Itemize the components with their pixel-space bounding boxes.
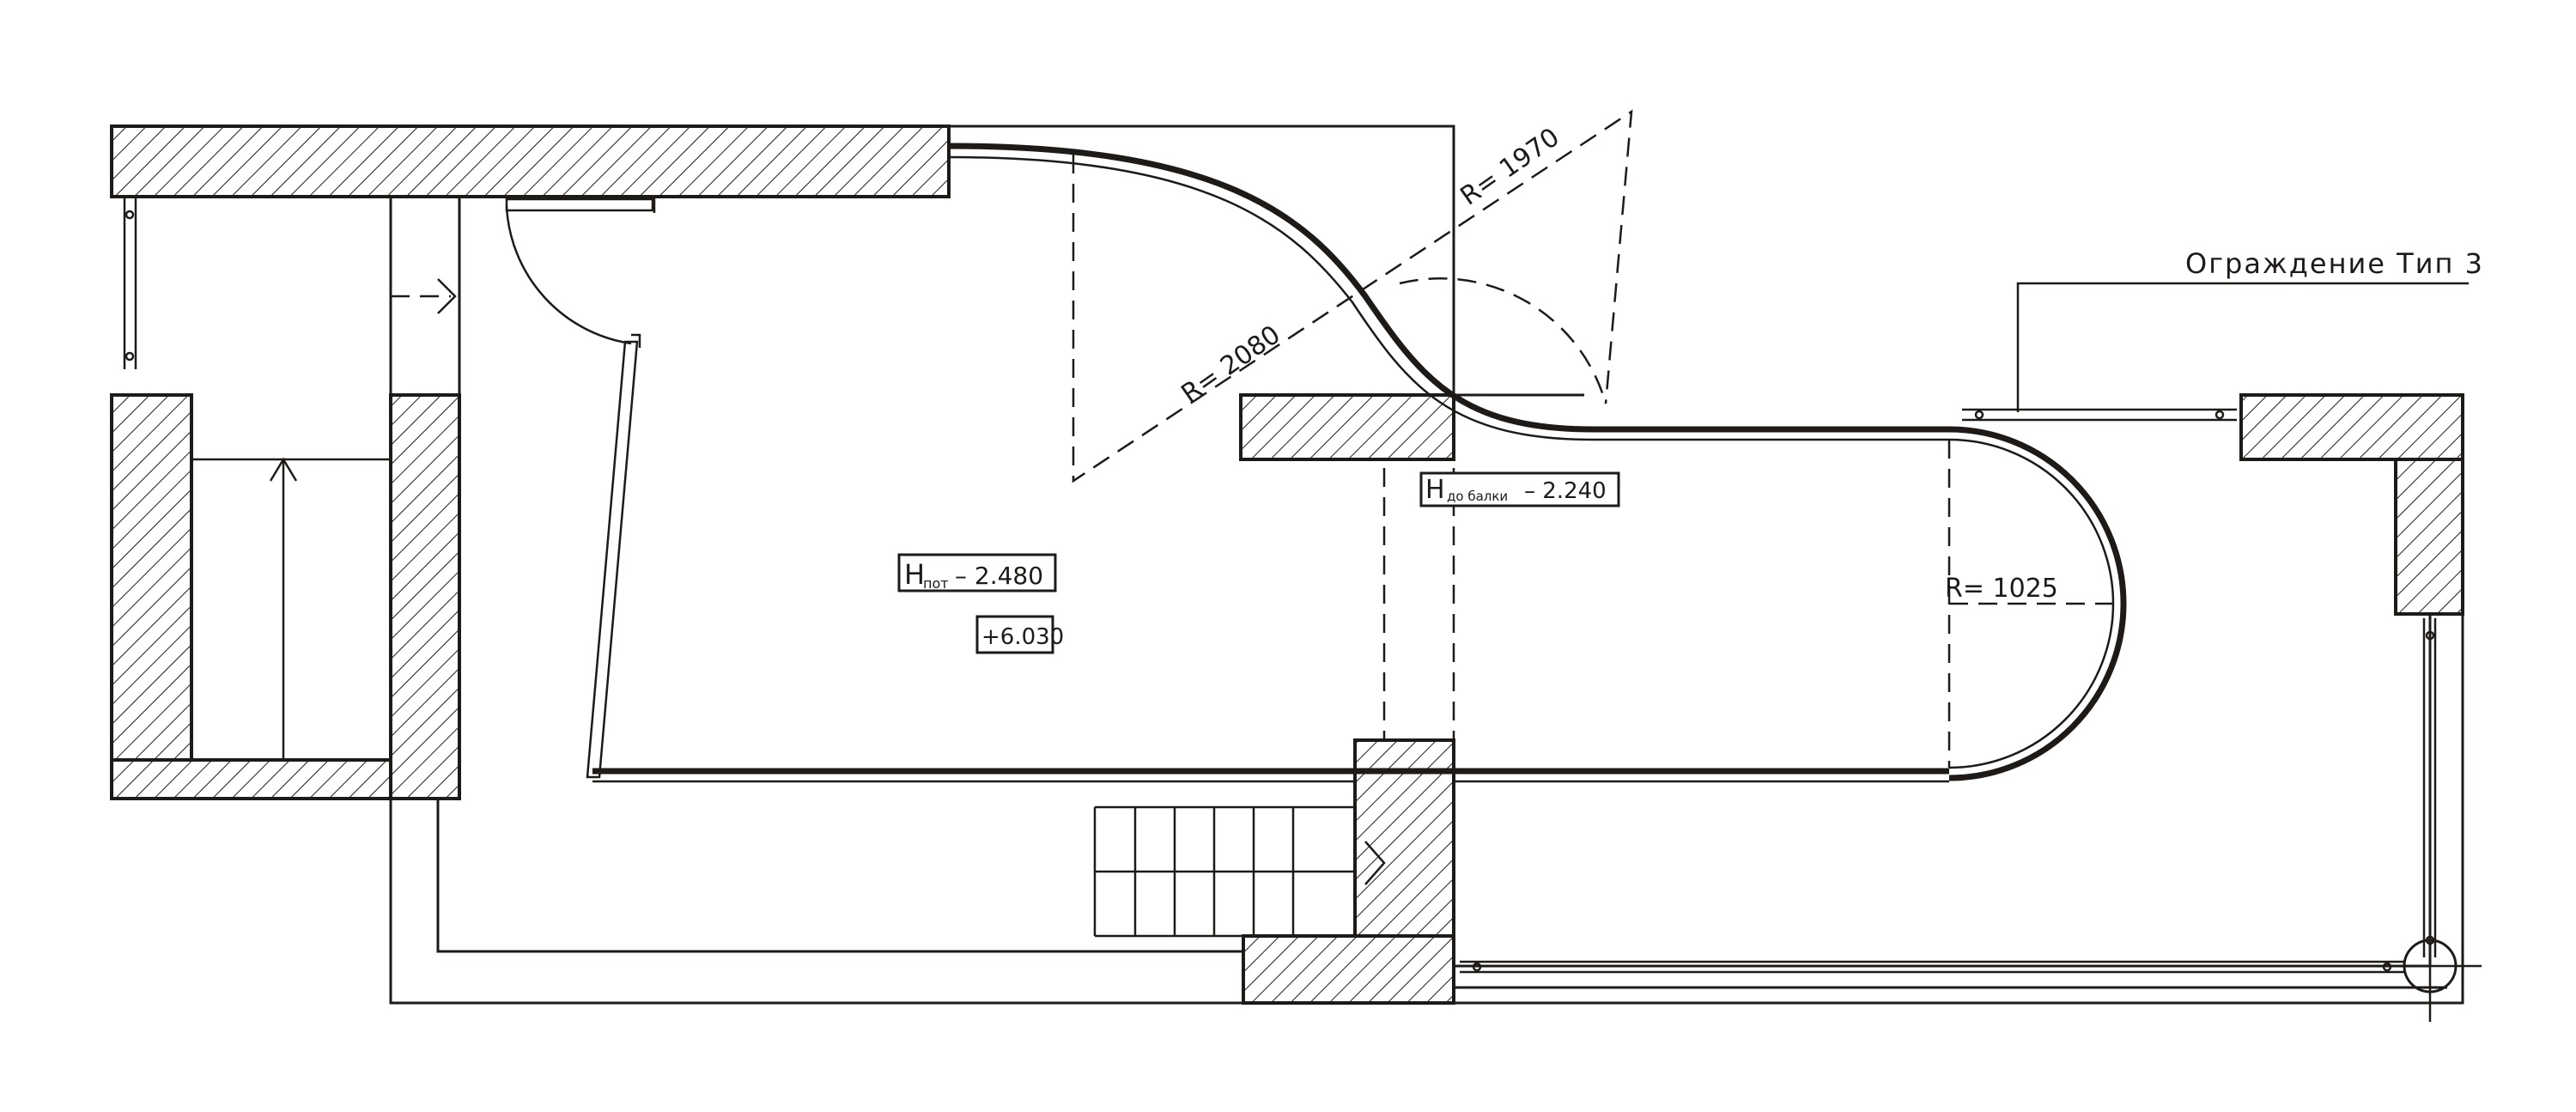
room-height-label: H пот – 2.480 <box>897 553 1057 592</box>
svg-text:H: H <box>1425 475 1445 505</box>
curved-walls <box>592 143 2127 783</box>
beam-height-label: H до балки – 2.240 <box>1419 471 1620 507</box>
wall-stair-right <box>389 393 461 800</box>
direction-arrow-icon <box>437 278 457 314</box>
s-curve-wall <box>948 143 1949 433</box>
fence-callout-label: Ограждение Тип 3 <box>2185 247 2484 280</box>
lower-stair-arrow <box>1364 841 1386 885</box>
wall-stair-left <box>110 393 193 762</box>
left-stair <box>123 197 457 760</box>
wall-bottom-block <box>1242 934 1455 1005</box>
construction-lines <box>1072 109 2121 768</box>
svg-text:– 2.240: – 2.240 <box>1524 478 1607 504</box>
slanted-wall <box>586 333 641 779</box>
wall-center-block <box>1239 393 1455 461</box>
wall-right-side <box>2394 458 2464 616</box>
svg-text:H: H <box>904 558 925 591</box>
semicircle-wall <box>1948 426 2127 781</box>
railing <box>1460 282 2482 1022</box>
svg-text:до балки: до балки <box>1447 489 1508 504</box>
svg-text:+6.030: +6.030 <box>981 624 1064 650</box>
svg-text:– 2.480: – 2.480 <box>955 562 1043 590</box>
svg-text:пот: пот <box>923 575 949 592</box>
door <box>505 196 656 345</box>
stair-up-arrow <box>269 457 298 482</box>
level-mark-label: +6.030 <box>975 615 1064 654</box>
wall-top <box>110 125 951 198</box>
wall-right-top <box>2239 393 2464 461</box>
lower-stair <box>1093 805 1386 938</box>
outlines <box>190 125 2464 1005</box>
radius-1025-label: R= 1025 <box>1945 574 2058 604</box>
radius-1970-label: R= 1970 <box>1455 122 1565 211</box>
